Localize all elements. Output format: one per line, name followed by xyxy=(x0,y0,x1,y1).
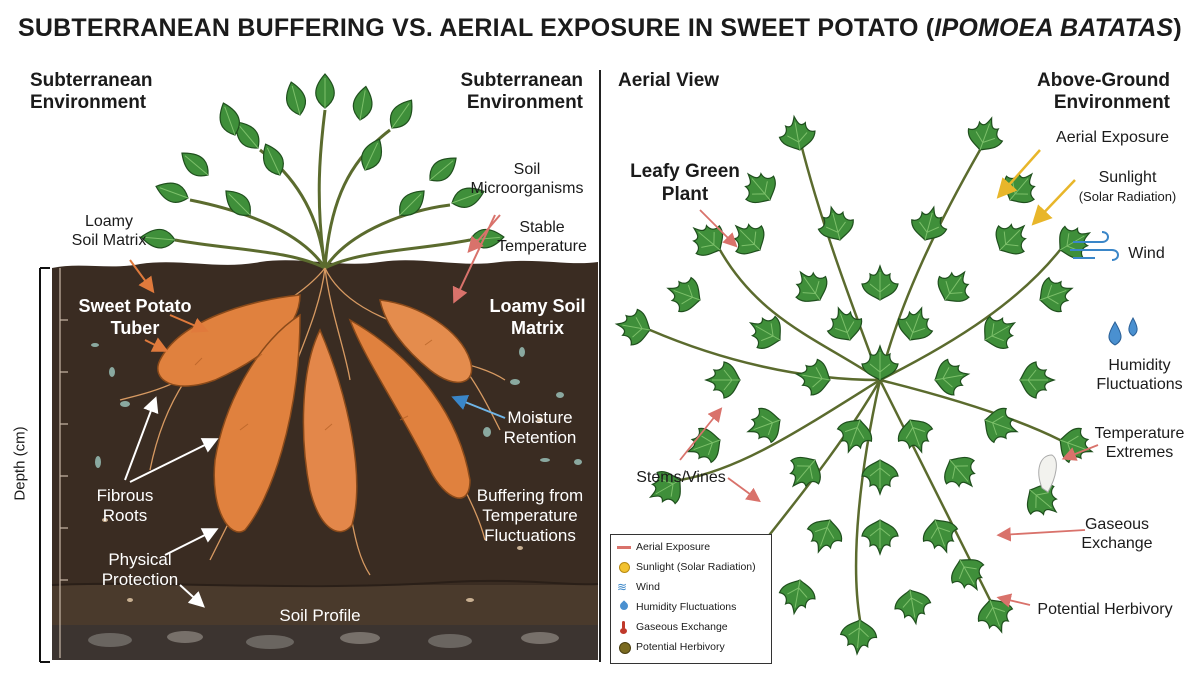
legend: Aerial Exposure Sunlight (Solar Radiatio… xyxy=(610,534,772,664)
label-stems-vines: Stems/Vines xyxy=(636,469,726,486)
sun-icon xyxy=(617,561,631,573)
legend-item-gaseous-exchange: Gaseous Exchange xyxy=(617,620,728,634)
sweet-potato-plant xyxy=(119,73,506,576)
label-potential-herbivory: Potential Herbivory xyxy=(1037,601,1173,618)
depth-axis-label: Depth (cm) xyxy=(11,426,29,501)
legend-item-sunlight: Sunlight (Solar Radiation) xyxy=(617,560,756,574)
left-annotation-arrows xyxy=(124,214,506,608)
legend-item-aerial-exposure: Aerial Exposure xyxy=(617,540,710,554)
droplet-icon xyxy=(617,600,631,613)
depth-axis xyxy=(39,267,50,663)
droplet-icon xyxy=(1108,316,1138,346)
label-wind: Wind xyxy=(1128,245,1165,262)
page-title: SUBTERRANEAN BUFFERING VS. AERIAL EXPOSU… xyxy=(18,14,1182,42)
legend-item-humidity: Humidity Fluctuations xyxy=(617,600,736,614)
legend-item-potential-herbivory: Potential Herbivory xyxy=(617,640,725,654)
wind-icon xyxy=(1070,231,1119,261)
label-sunlight: Sunlight (Solar Radiation) xyxy=(1078,169,1177,204)
bug-icon xyxy=(617,641,631,654)
right-header-left: Aerial View xyxy=(618,70,720,91)
depth-ticks xyxy=(59,268,68,658)
thermometer-icon xyxy=(617,621,631,634)
bug-icon xyxy=(1038,454,1057,493)
red-line-icon xyxy=(617,541,631,553)
wind-icon: ≋ xyxy=(617,580,628,594)
label-aerial-exposure: Aerial Exposure xyxy=(1056,129,1169,146)
right-annotation-arrows xyxy=(679,149,1099,608)
legend-item-wind: ≋ Wind xyxy=(617,580,660,594)
label-soil-profile: Soil Profile xyxy=(279,606,361,625)
